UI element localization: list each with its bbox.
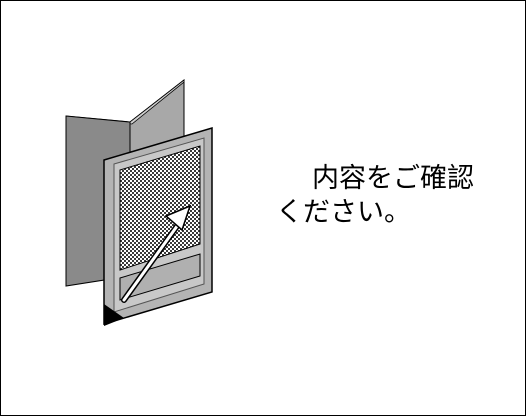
booklet-corner-triangle — [104, 304, 124, 326]
message-line-1: 内容をご確認 — [312, 163, 474, 194]
confirmation-message: 内容をご確認 ください。 — [276, 162, 516, 230]
booklet-label-bar — [119, 253, 201, 301]
arrow-shaft-highlight — [122, 220, 182, 302]
booklet-screen-area — [119, 145, 201, 271]
arrow-head-icon — [164, 204, 192, 232]
message-line-2: ください。 — [276, 197, 411, 228]
